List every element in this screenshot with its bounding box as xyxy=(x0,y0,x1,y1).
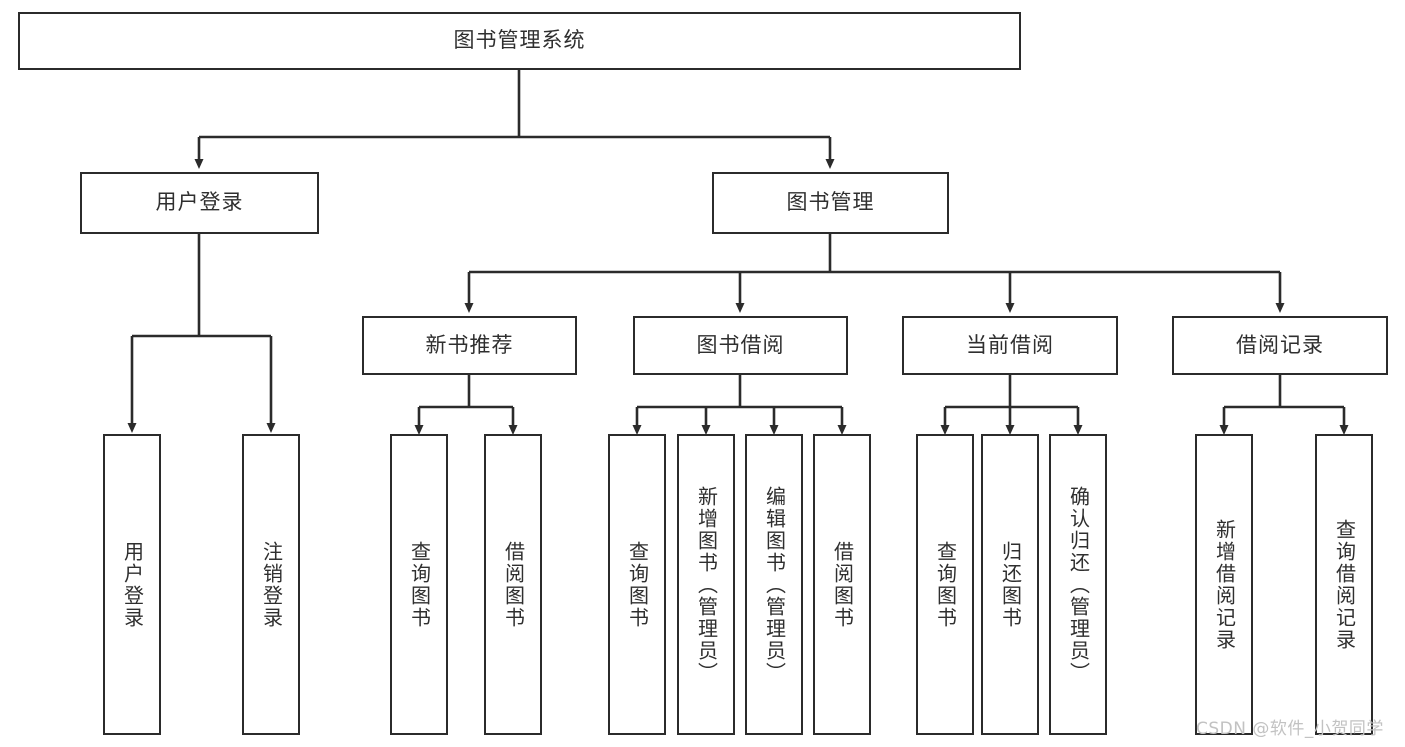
node-label: 用户登录 xyxy=(120,540,145,629)
node-leaf-edit-book[interactable]: 编辑图书（管理员） xyxy=(745,434,803,735)
node-root-book-management-system[interactable]: 图书管理系统 xyxy=(18,12,1021,70)
node-label: 新书推荐 xyxy=(425,332,514,357)
node-leaf-query-book-borrow[interactable]: 查询图书 xyxy=(608,434,666,735)
csdn-watermark: CSDN @软件_小贺同学 xyxy=(1196,719,1384,739)
node-label: 借阅图书 xyxy=(830,540,855,629)
node-label: 图书管理系统 xyxy=(453,28,586,53)
node-label: 新增图书（管理员） xyxy=(694,485,719,684)
node-leaf-logout-login[interactable]: 注销登录 xyxy=(242,434,300,735)
node-leaf-return-book[interactable]: 归还图书 xyxy=(981,434,1039,735)
node-book-manage[interactable]: 图书管理 xyxy=(712,172,949,234)
node-leaf-user-login[interactable]: 用户登录 xyxy=(103,434,161,735)
node-label: 注销登录 xyxy=(259,540,284,629)
node-new-book-recommend[interactable]: 新书推荐 xyxy=(362,316,577,375)
node-leaf-borrow-book[interactable]: 借阅图书 xyxy=(813,434,871,735)
node-leaf-query-book-recommend[interactable]: 查询图书 xyxy=(390,434,448,735)
node-label: 借阅图书 xyxy=(501,540,526,629)
node-label: 图书管理 xyxy=(786,190,875,215)
node-label: 查询图书 xyxy=(407,540,432,629)
node-label: 借阅记录 xyxy=(1236,332,1324,357)
node-label: 查询借阅记录 xyxy=(1332,518,1357,651)
node-leaf-add-borrow-record[interactable]: 新增借阅记录 xyxy=(1195,434,1253,735)
node-current-borrow[interactable]: 当前借阅 xyxy=(902,316,1118,375)
node-book-borrow[interactable]: 图书借阅 xyxy=(633,316,848,375)
node-label: 确认归还（管理员） xyxy=(1066,485,1091,684)
node-label: 当前借阅 xyxy=(966,332,1054,357)
node-label: 用户登录 xyxy=(155,190,244,215)
node-leaf-add-book[interactable]: 新增图书（管理员） xyxy=(677,434,735,735)
node-label: 编辑图书（管理员） xyxy=(762,485,787,684)
node-label: 查询图书 xyxy=(625,540,650,629)
node-leaf-borrow-book-recommend[interactable]: 借阅图书 xyxy=(484,434,542,735)
node-borrow-record[interactable]: 借阅记录 xyxy=(1172,316,1388,375)
node-user-login[interactable]: 用户登录 xyxy=(80,172,319,234)
node-leaf-confirm-return[interactable]: 确认归还（管理员） xyxy=(1049,434,1107,735)
node-label: 新增借阅记录 xyxy=(1212,518,1237,651)
node-label: 归还图书 xyxy=(998,540,1023,629)
node-leaf-query-borrow-record[interactable]: 查询借阅记录 xyxy=(1315,434,1373,735)
node-label: 图书借阅 xyxy=(696,332,785,357)
node-leaf-query-book-current[interactable]: 查询图书 xyxy=(916,434,974,735)
node-label: 查询图书 xyxy=(933,540,958,629)
